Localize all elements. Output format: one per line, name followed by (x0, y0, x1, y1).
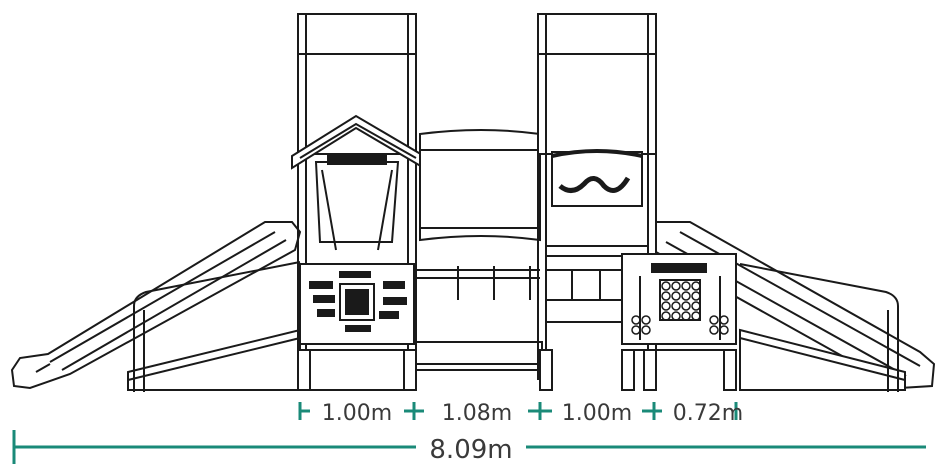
left-slide (10, 221, 302, 390)
segment-label-4: 0.72m (673, 401, 743, 426)
right-tower (537, 13, 657, 380)
bridge-tunnel (415, 129, 543, 371)
left-ramp (127, 261, 301, 392)
total-width-label: 8.09m (429, 435, 512, 465)
abacus-panel (621, 253, 737, 351)
dimension-labels: 1.00m 1.08m 1.00m 0.72m 8.09m (322, 401, 743, 465)
right-ramp (739, 263, 906, 392)
segment-label-3: 1.00m (562, 401, 632, 426)
dimension-annotations (12, 402, 926, 464)
support-posts (297, 349, 737, 391)
playground-structure (10, 13, 936, 392)
left-tower (291, 13, 425, 391)
segment-label-1: 1.00m (322, 401, 392, 426)
segment-label-2: 1.08m (442, 401, 512, 426)
